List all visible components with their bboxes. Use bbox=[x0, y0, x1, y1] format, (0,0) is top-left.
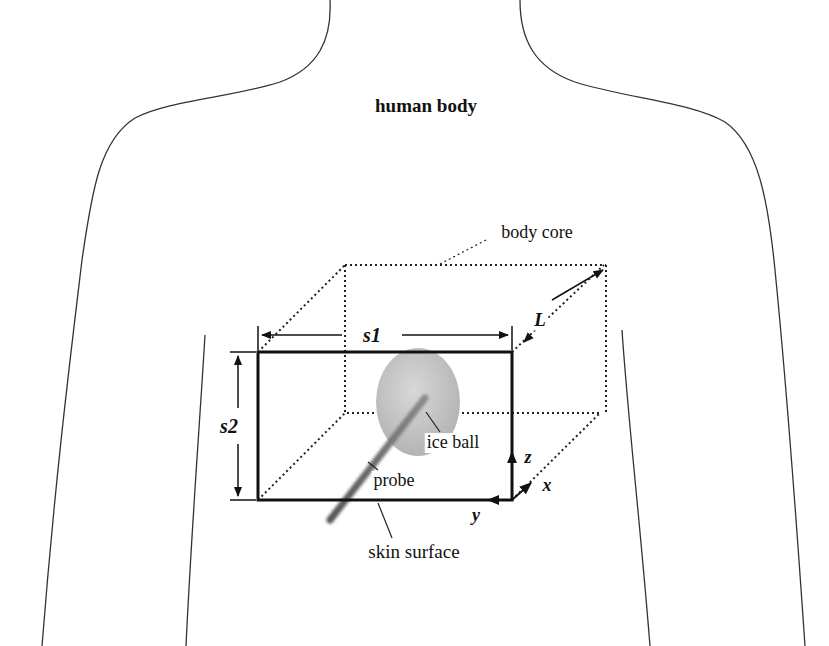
leader-lines bbox=[368, 240, 486, 538]
part-label: probe bbox=[372, 471, 417, 491]
part-label: skin surface bbox=[366, 542, 461, 563]
probe bbox=[330, 398, 425, 520]
axis-label: y bbox=[470, 506, 482, 526]
dimension-label: s2 bbox=[218, 415, 240, 437]
axis-label: x bbox=[541, 476, 554, 496]
dimension-label: L bbox=[532, 310, 548, 331]
part-label: ice ball bbox=[425, 433, 481, 453]
axis-label: z bbox=[522, 448, 533, 468]
dimension-lines bbox=[230, 270, 603, 500]
skin-surface-face bbox=[258, 352, 512, 500]
region-label: body core bbox=[499, 223, 574, 243]
figure-title: human body bbox=[373, 96, 479, 117]
dimension-label: s1 bbox=[361, 324, 383, 346]
body-core-box bbox=[258, 265, 606, 500]
body-outline bbox=[42, 0, 805, 646]
